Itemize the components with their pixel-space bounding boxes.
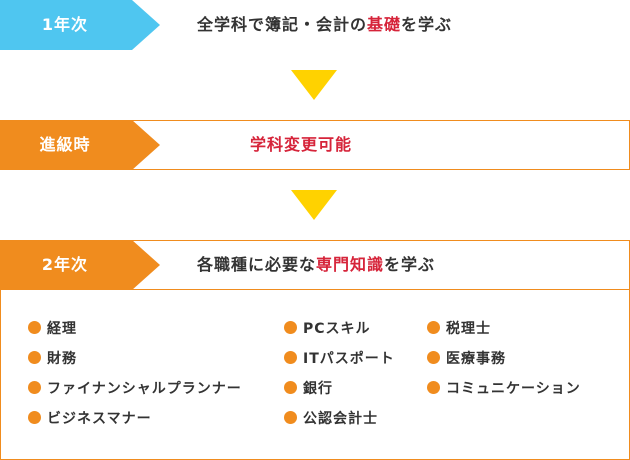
list-item: 銀行 bbox=[284, 379, 333, 399]
list-item: PCスキル bbox=[284, 319, 371, 339]
list-item: 財務 bbox=[28, 349, 77, 369]
bullet-dot-icon bbox=[427, 381, 440, 394]
course-label: PCスキル bbox=[303, 321, 371, 337]
bullet-dot-icon bbox=[28, 381, 41, 394]
course-label: 公認会計士 bbox=[303, 411, 378, 427]
year1-tag: 1年次 bbox=[0, 0, 162, 50]
bullet-dot-icon bbox=[28, 321, 41, 334]
down-arrow-icon bbox=[291, 190, 337, 220]
year2-text-after: を学ぶ bbox=[384, 255, 436, 274]
course-label: 銀行 bbox=[303, 381, 333, 397]
bullet-dot-icon bbox=[284, 321, 297, 334]
year1-text-after: を学ぶ bbox=[401, 15, 453, 34]
year2-text-highlight: 専門知識 bbox=[316, 255, 385, 274]
bullet-dot-icon bbox=[427, 321, 440, 334]
list-item: ファイナンシャルプランナー bbox=[28, 379, 242, 399]
list-item: ITパスポート bbox=[284, 349, 395, 369]
bullet-dot-icon bbox=[28, 351, 41, 364]
promotion-tag-label: 進級時 bbox=[39, 135, 91, 154]
course-label: ITパスポート bbox=[303, 351, 395, 367]
year2-tag: 2年次 bbox=[0, 240, 162, 290]
year2-description: 各職種に必要な専門知識を学ぶ bbox=[197, 240, 435, 290]
year1-text-before: 全学科で簿記・会計の bbox=[197, 15, 368, 34]
step-year2: 2年次 各職種に必要な専門知識を学ぶ bbox=[0, 240, 630, 290]
step-promotion: 進級時 学科変更可能 bbox=[0, 120, 630, 170]
course-label: 財務 bbox=[47, 351, 77, 367]
list-item: ビジネスマナー bbox=[28, 409, 152, 429]
year2-tag-label: 2年次 bbox=[41, 255, 89, 274]
year2-text-before: 各職種に必要な bbox=[197, 255, 317, 274]
list-item: コミュニケーション bbox=[427, 379, 581, 399]
year2-tag-shape bbox=[0, 240, 160, 290]
bullet-dot-icon bbox=[284, 351, 297, 364]
course-label: ビジネスマナー bbox=[47, 411, 152, 427]
bullet-dot-icon bbox=[284, 381, 297, 394]
course-label: ファイナンシャルプランナー bbox=[47, 381, 242, 397]
list-item: 税理士 bbox=[427, 319, 491, 339]
bullet-dot-icon bbox=[28, 411, 41, 424]
down-arrow-icon bbox=[291, 70, 337, 100]
list-item: 経理 bbox=[28, 319, 77, 339]
step-year1: 1年次 全学科で簿記・会計の基礎を学ぶ bbox=[0, 0, 630, 50]
year1-tag-label: 1年次 bbox=[41, 15, 89, 34]
year1-text-highlight: 基礎 bbox=[367, 15, 402, 34]
promotion-description: 学科変更可能 bbox=[250, 135, 353, 154]
course-label: 医療事務 bbox=[446, 351, 506, 367]
list-item: 公認会計士 bbox=[284, 409, 378, 429]
course-label: 税理士 bbox=[446, 321, 491, 337]
list-item: 医療事務 bbox=[427, 349, 506, 369]
course-label: コミュニケーション bbox=[446, 381, 581, 397]
promotion-tag-shape bbox=[0, 120, 160, 170]
course-label: 経理 bbox=[47, 321, 77, 337]
year1-tag-shape bbox=[0, 0, 160, 50]
bullet-dot-icon bbox=[284, 411, 297, 424]
bullet-dot-icon bbox=[427, 351, 440, 364]
course-list-panel: 経理 財務 ファイナンシャルプランナー ビジネスマナー PCスキル ITパスポー… bbox=[0, 289, 630, 460]
year1-description: 全学科で簿記・会計の基礎を学ぶ bbox=[197, 0, 452, 50]
promotion-tag: 進級時 bbox=[0, 120, 162, 170]
